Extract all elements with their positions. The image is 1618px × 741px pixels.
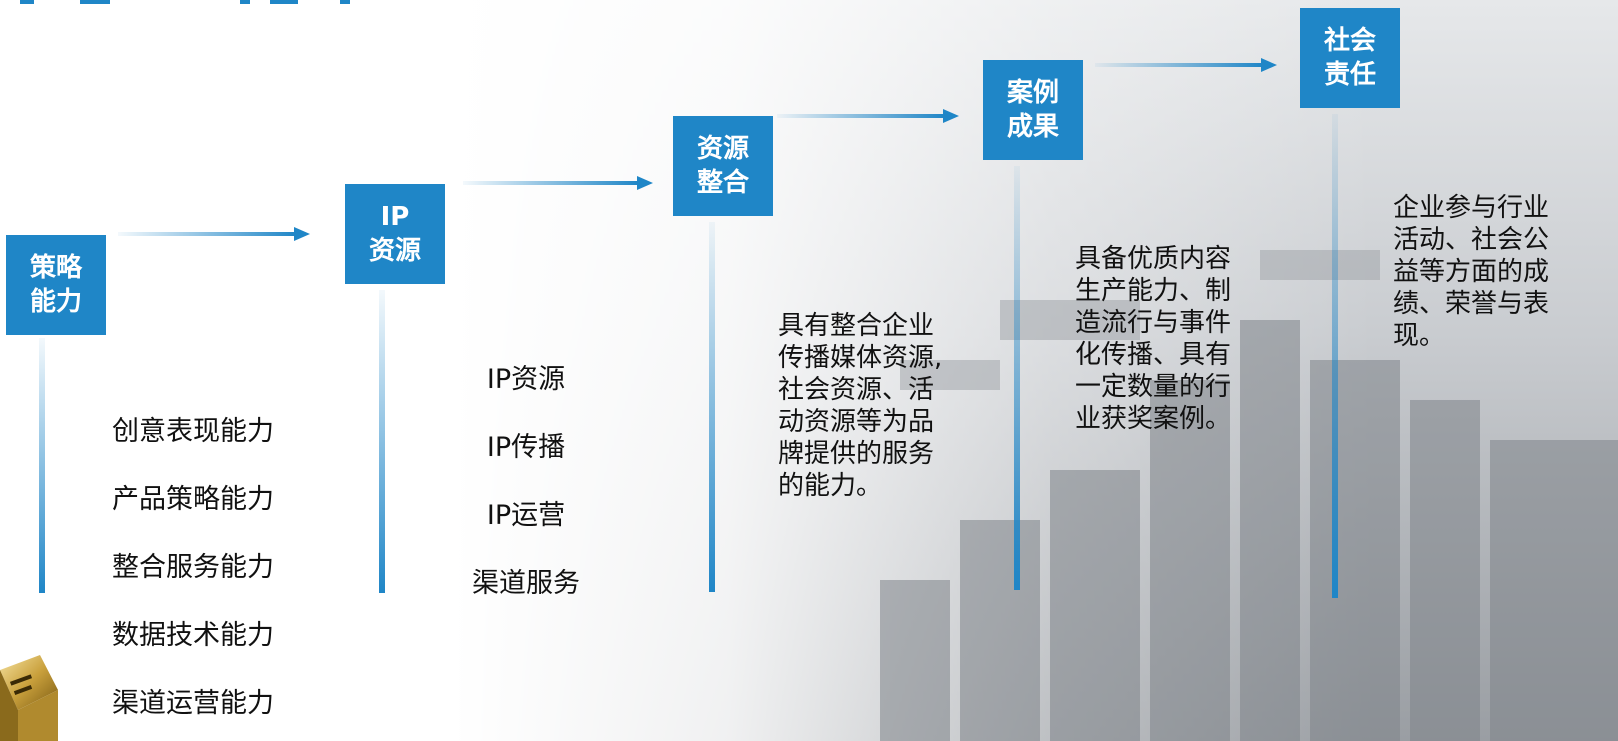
step-box-case-results: 案例 成果 (983, 60, 1083, 160)
list-item: 创意表现能力 (112, 416, 274, 447)
arrow-right-icon (118, 227, 310, 241)
list-item: IP资源 (486, 364, 566, 395)
vertical-connector (709, 222, 715, 592)
arrow-right-icon (463, 176, 653, 190)
step-box-ip-resource: IP 资源 (345, 184, 445, 284)
arrow-right-icon (777, 109, 959, 123)
case-results-description: 具备优质内容 生产能力、制 造流行与事件 化传播、具有 一定数量的行 业获奖案例… (1075, 244, 1232, 434)
list-item: 数据技术能力 (112, 620, 274, 651)
vertical-connector (39, 338, 45, 593)
vertical-connector (1332, 114, 1338, 598)
step-box-social-responsibility: 社会 责任 (1300, 8, 1400, 108)
list-item: IP传播 (486, 432, 566, 463)
vertical-connector (379, 290, 385, 593)
list-item: 渠道运营能力 (112, 688, 274, 719)
resource-integration-description: 具有整合企业 传播媒体资源, 社会资源、活 动资源等为品 牌提供的服务 的能力。 (778, 311, 943, 501)
list-item: IP运营 (486, 500, 566, 531)
list-item: 渠道服务 (472, 568, 580, 599)
ip-resource-list: IP资源 IP传播 IP运营 渠道服务 (468, 346, 584, 618)
list-item: 产品策略能力 (112, 484, 274, 515)
step-box-resource-integration: 资源 整合 (673, 116, 773, 216)
social-responsibility-description: 企业参与行业 活动、社会公 益等方面的成 绩、荣誉与表 现。 (1393, 193, 1550, 351)
list-item: 整合服务能力 (112, 552, 274, 583)
step-box-strategy: 策略 能力 (6, 235, 106, 335)
arrow-right-icon (1095, 58, 1277, 72)
strategy-ability-list: 创意表现能力 产品策略能力 整合服务能力 数据技术能力 渠道运营能力 (112, 398, 274, 738)
title-fragment (20, 0, 350, 4)
vertical-connector (1014, 166, 1020, 590)
gold-seal-icon (0, 655, 58, 741)
